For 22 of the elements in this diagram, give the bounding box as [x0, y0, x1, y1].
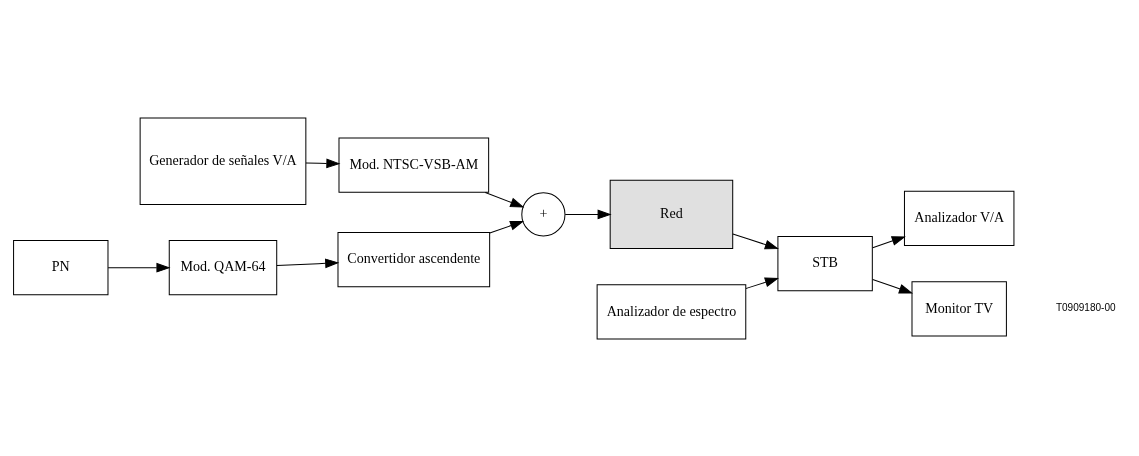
label: T0909180-00: [1055, 301, 1116, 313]
node-box: Mod. QAM-64: [168, 239, 278, 295]
node-circle: +: [521, 191, 566, 237]
node-box: Generador de señales V/A: [139, 117, 307, 205]
arrow: [484, 191, 524, 207]
node-box: Analizador V/A: [903, 190, 1015, 246]
arrow: [564, 209, 611, 219]
node-box: Analizador de espectro: [596, 283, 747, 339]
arrow: [489, 220, 524, 234]
arrow: [732, 233, 778, 249]
arrow: [872, 278, 913, 293]
node-box: STB: [777, 235, 873, 291]
node-box: PN: [13, 239, 109, 295]
node-box: Mod. NTSC-VSB-AM: [338, 137, 490, 193]
arrow: [872, 235, 905, 248]
arrow: [745, 277, 779, 289]
arrow: [305, 158, 340, 168]
node-box: Red: [609, 179, 734, 249]
arrow: [107, 262, 170, 272]
arrow: [276, 258, 339, 268]
node-box: Convertidor ascendente: [337, 231, 491, 287]
node-box: Monitor TV: [911, 280, 1007, 336]
